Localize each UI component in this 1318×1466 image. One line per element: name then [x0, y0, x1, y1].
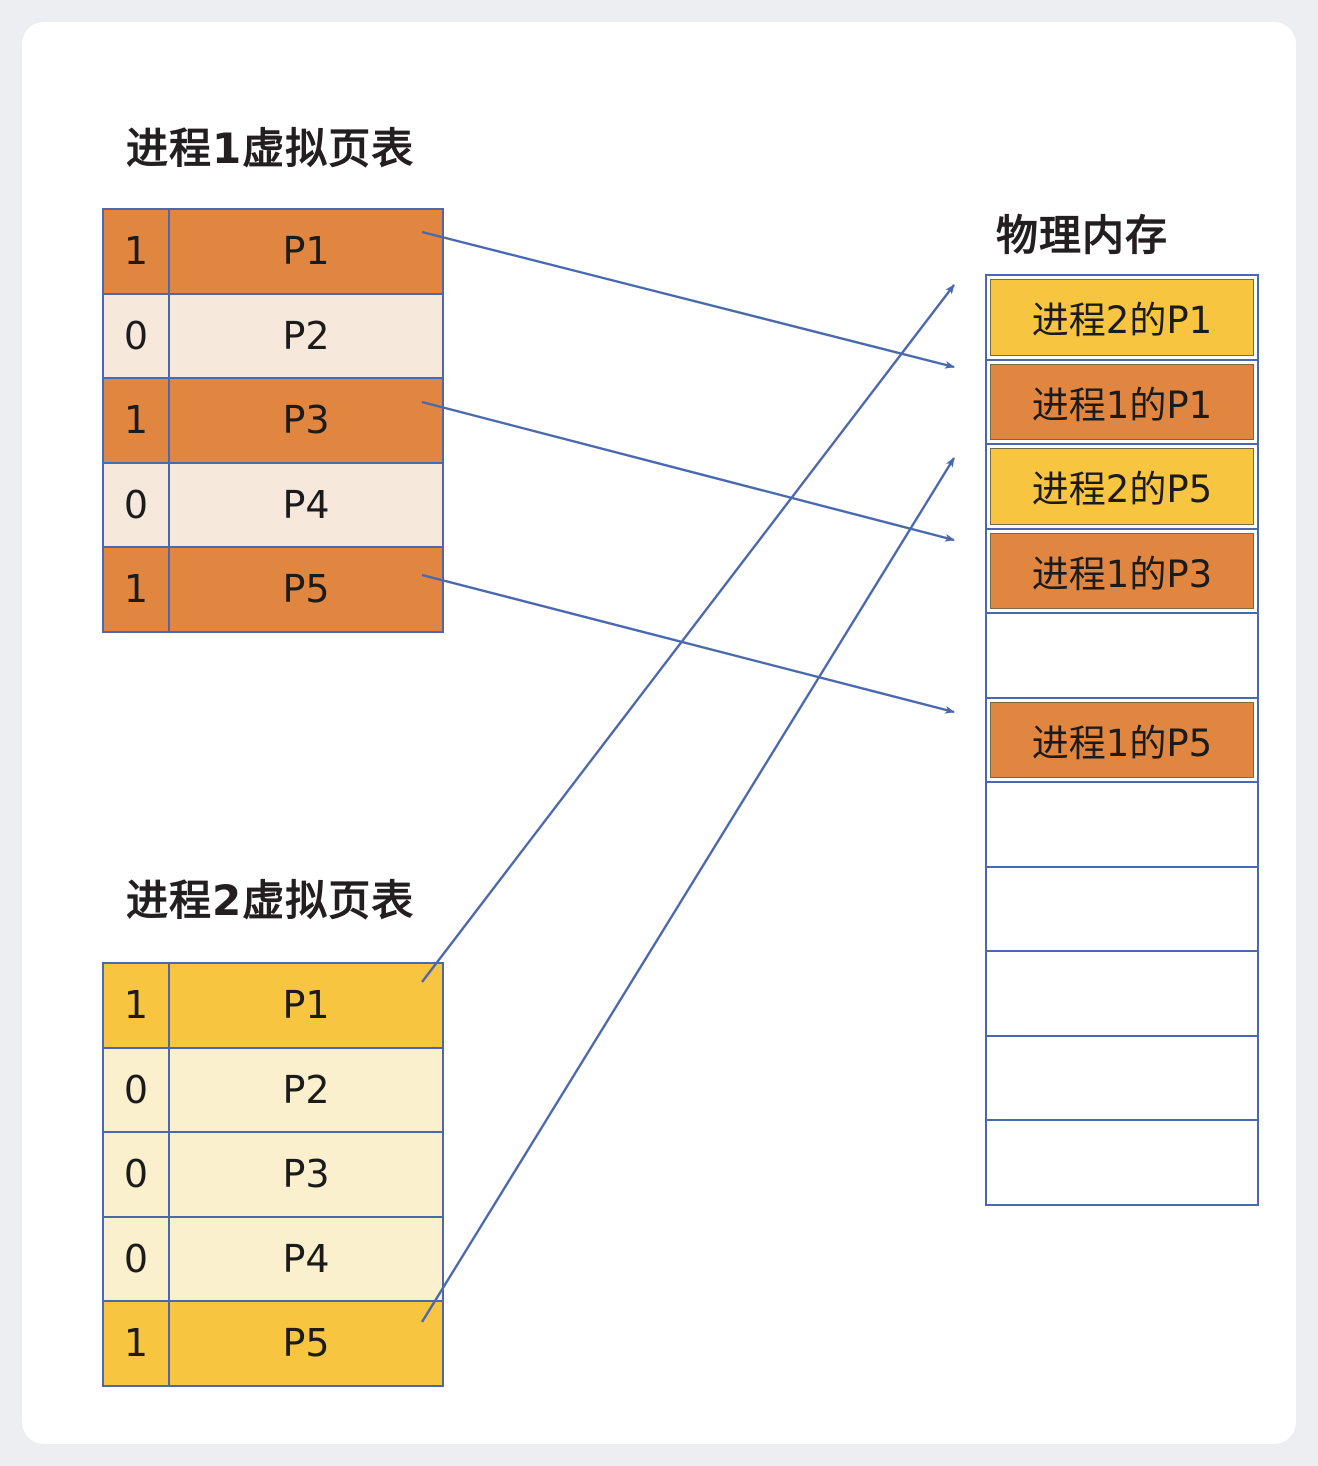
memory-frame-empty[interactable] [985, 612, 1259, 699]
page-label: P5 [170, 1302, 442, 1385]
valid-bit: 1 [104, 548, 170, 631]
memory-frame[interactable]: 进程1的P1 [985, 358, 1259, 445]
table-row[interactable]: 0 P4 [102, 461, 444, 548]
process1-table-title: 进程1虚拟页表 [126, 124, 415, 173]
memory-frame-label [990, 1039, 1254, 1116]
arrow-p2-p5 [420, 457, 956, 1323]
valid-bit: 0 [104, 1048, 170, 1131]
table-row[interactable]: 1 P1 [102, 962, 444, 1049]
table-row[interactable]: 0 P3 [102, 1131, 444, 1218]
valid-bit: 0 [104, 1217, 170, 1300]
valid-bit: 1 [104, 210, 170, 293]
page-label: P1 [170, 210, 442, 293]
memory-frame[interactable]: 进程2的P5 [985, 443, 1259, 530]
memory-frame[interactable]: 进程2的P1 [985, 274, 1259, 361]
table-row[interactable]: 0 P2 [102, 292, 444, 379]
page-label: P1 [170, 964, 442, 1047]
memory-frame-label [990, 1124, 1254, 1201]
arrow-p2-p1 [421, 284, 955, 983]
memory-frame-label: 进程2的P5 [990, 448, 1254, 525]
memory-frame[interactable]: 进程1的P3 [985, 527, 1259, 614]
valid-bit: 0 [104, 463, 170, 546]
valid-bit: 0 [104, 294, 170, 377]
physical-memory-column: 进程2的P1 进程1的P1 进程2的P5 进程1的P3 进程1的P5 [985, 274, 1259, 1206]
table-row[interactable]: 1 P5 [102, 546, 444, 633]
memory-frame-label [990, 786, 1254, 863]
memory-frame[interactable]: 进程1的P5 [985, 696, 1259, 783]
process2-page-table: 1 P1 0 P2 0 P3 0 P4 1 P5 [102, 962, 444, 1387]
process1-page-table: 1 P1 0 P2 1 P3 0 P4 1 P5 [102, 208, 444, 633]
page-label: P3 [170, 379, 442, 462]
physical-memory-title: 物理内存 [996, 211, 1169, 260]
table-row[interactable]: 0 P2 [102, 1046, 444, 1133]
valid-bit: 1 [104, 1302, 170, 1385]
memory-frame-label [990, 870, 1254, 947]
table-row[interactable]: 1 P3 [102, 377, 444, 464]
arrow-p1-p1 [421, 230, 955, 369]
page-label: P2 [170, 294, 442, 377]
table-row[interactable]: 1 P5 [102, 1300, 444, 1387]
process2-table-title: 进程2虚拟页表 [126, 876, 415, 925]
table-row[interactable]: 0 P4 [102, 1215, 444, 1302]
arrow-p1-p5 [421, 573, 955, 714]
memory-frame-empty[interactable] [985, 781, 1259, 868]
memory-frame-label: 进程1的P3 [990, 532, 1254, 609]
page-label: P4 [170, 463, 442, 546]
memory-frame-label: 进程1的P5 [990, 701, 1254, 778]
memory-frame-empty[interactable] [985, 1034, 1259, 1121]
memory-frame-empty[interactable] [985, 1119, 1259, 1206]
page-label: P3 [170, 1133, 442, 1216]
memory-frame-label [990, 617, 1254, 694]
page-label: P5 [170, 548, 442, 631]
page-label: P2 [170, 1048, 442, 1131]
memory-frame-empty[interactable] [985, 950, 1259, 1037]
page-label: P4 [170, 1217, 442, 1300]
memory-frame-label [990, 955, 1254, 1032]
valid-bit: 0 [104, 1133, 170, 1216]
memory-frame-empty[interactable] [985, 865, 1259, 952]
table-row[interactable]: 1 P1 [102, 208, 444, 295]
valid-bit: 1 [104, 964, 170, 1047]
arrow-p1-p3 [421, 400, 955, 542]
memory-frame-label: 进程1的P1 [990, 363, 1254, 440]
diagram-card: 进程1虚拟页表 进程2虚拟页表 物理内存 1 P1 0 P2 1 P3 0 P4… [22, 22, 1296, 1444]
memory-frame-label: 进程2的P1 [990, 279, 1254, 356]
valid-bit: 1 [104, 379, 170, 462]
